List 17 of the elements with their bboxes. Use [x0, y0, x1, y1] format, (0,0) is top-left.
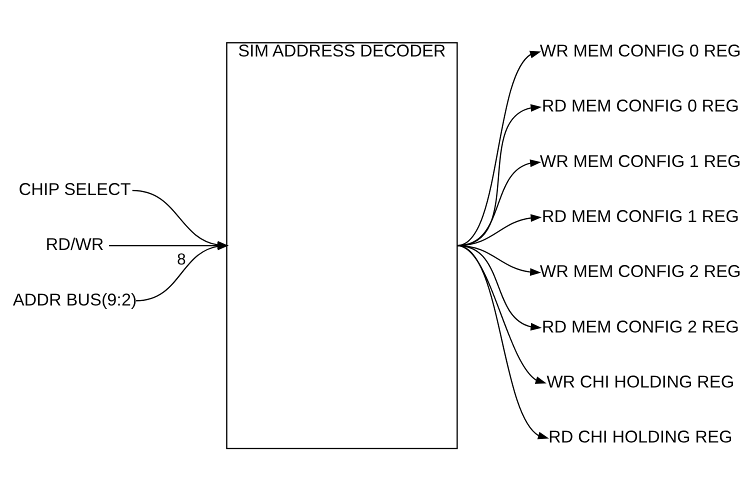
- node-text: WR MEM CONFIG 0 REG: [540, 40, 741, 60]
- arrow: [457, 245, 542, 331]
- node-text: RD/WR: [46, 234, 104, 254]
- edge-label: 8: [176, 251, 186, 268]
- node-text: WR MEM CONFIG 2 REG: [540, 261, 741, 282]
- node-text: RD MEM CONFIG 2 REG: [542, 316, 739, 336]
- arrow: [457, 245, 547, 384]
- node-text: RD CHI HOLDING REG: [548, 426, 732, 447]
- arrow: [456, 50, 542, 246]
- node-text: RD MEM CONFIG 0 REG: [542, 96, 739, 116]
- arrow: [456, 245, 550, 440]
- node-text: WR CHI HOLDING REG: [546, 371, 734, 392]
- node-text: ADDR BUS(9:2): [12, 289, 137, 310]
- node-text: CHIP SELECT: [18, 178, 131, 199]
- node-box: SIM ADDRESS DECODER: [226, 42, 458, 450]
- node-text: RD MEM CONFIG 1 REG: [542, 206, 739, 226]
- node-text: WR MEM CONFIG 1 REG: [540, 150, 741, 171]
